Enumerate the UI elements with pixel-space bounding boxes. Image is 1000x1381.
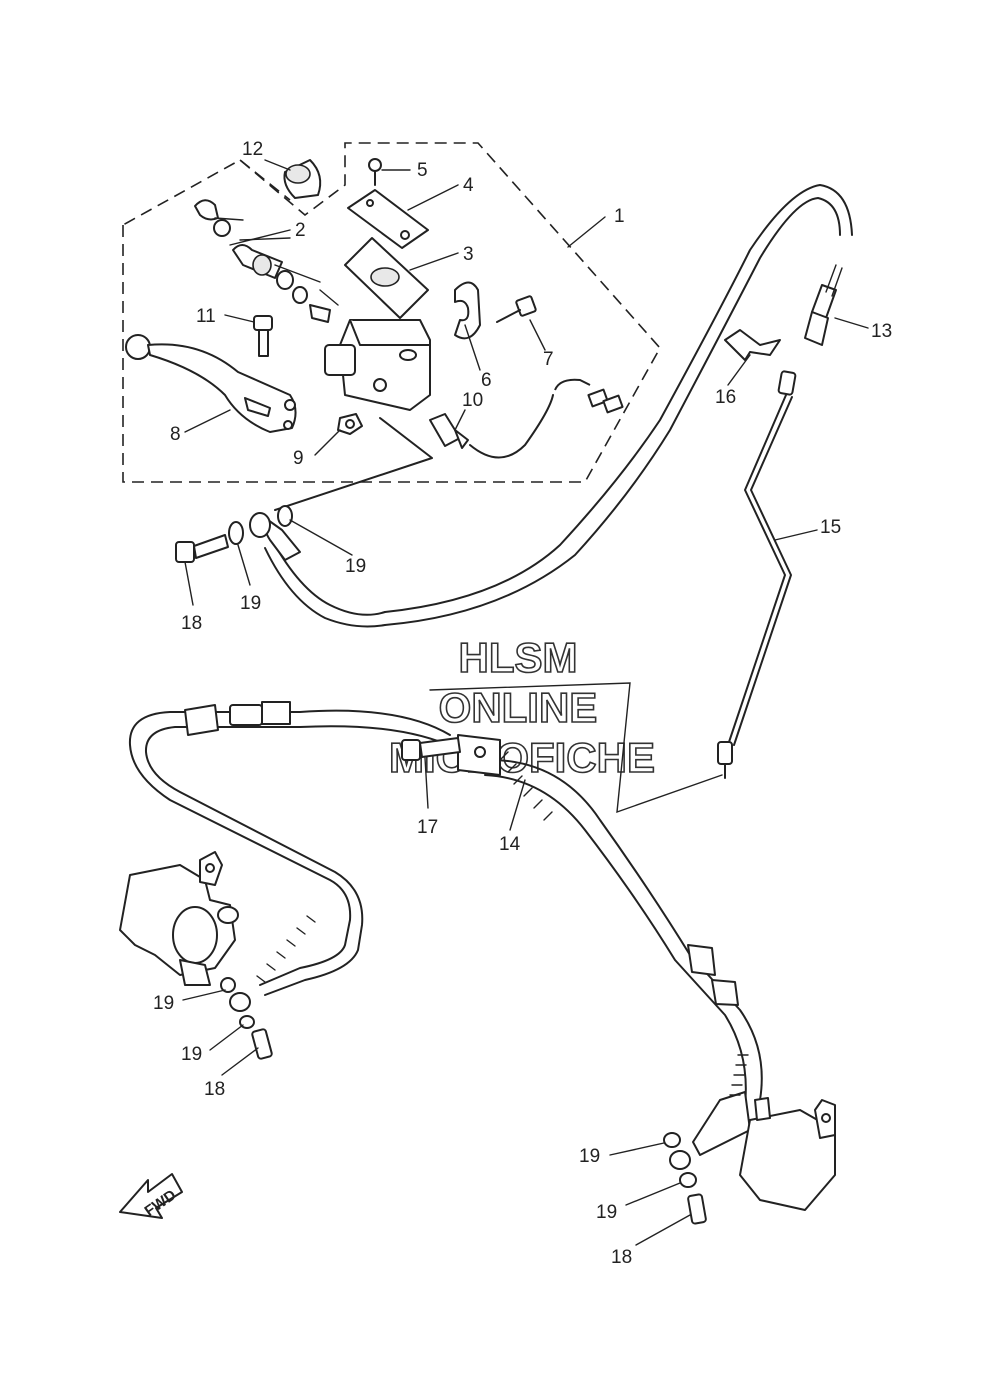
- part-number-19-upper-right: 19: [345, 556, 366, 577]
- part-number-18-upper: 18: [181, 613, 202, 634]
- leader-lines: [182, 159, 869, 1246]
- watermark: HLSM ONLINE MICROFICHE: [388, 633, 656, 782]
- fwd-arrow-icon: FWD: [119, 1173, 183, 1220]
- part-number-19-right-1: 19: [579, 1146, 600, 1167]
- part-number-16: 16: [715, 387, 736, 408]
- brake-light-switch: [429, 378, 624, 459]
- part-number-6: 6: [481, 370, 492, 391]
- part-number-7: 7: [543, 349, 554, 370]
- part-number-10: 10: [462, 390, 483, 411]
- master-cylinder-body: [324, 319, 431, 411]
- caliper-right: [663, 1097, 836, 1225]
- part-number-12: 12: [242, 139, 263, 160]
- part-number-11: 11: [196, 306, 216, 327]
- part-number-9: 9: [293, 448, 304, 469]
- master-cylinder-assembly-outline: [122, 142, 661, 483]
- brake-lever: [125, 334, 297, 433]
- hose-spring-guards: [256, 751, 749, 1096]
- part-number-3: 3: [463, 244, 474, 265]
- lower-brake-hose: [128, 701, 763, 1156]
- part-number-19-right-2: 19: [596, 1202, 617, 1223]
- part-number-19-left-1: 19: [153, 993, 174, 1014]
- hose-joint-tee: [401, 734, 501, 776]
- hose-fitting-13: [804, 264, 843, 346]
- part-number-19-left-2: 19: [181, 1044, 202, 1065]
- reservoir-diaphragm: [344, 237, 429, 319]
- part-number-1: 1: [614, 206, 625, 227]
- reservoir-cap: [347, 189, 429, 249]
- lever-boot: [283, 159, 322, 199]
- part-number-15: 15: [820, 517, 841, 538]
- part-number-19-upper-left: 19: [240, 593, 261, 614]
- part-number-18-left: 18: [204, 1079, 225, 1100]
- part-number-labels: 1 2 3 4 5 6 7 8 9 10 11 12 13 14 15 16 1…: [153, 139, 892, 1268]
- hose-clip: [724, 329, 781, 361]
- part-number-14: 14: [499, 834, 521, 855]
- watermark-frame-line: [429, 682, 723, 814]
- part-number-4: 4: [463, 175, 474, 196]
- part-number-17: 17: [417, 817, 438, 838]
- pivot-nut: [337, 413, 363, 435]
- lever-holder-clamp: [454, 281, 481, 340]
- master-cylinder-piston-kit: [194, 199, 339, 323]
- lever-pivot-bolt: [253, 315, 273, 357]
- caliper-left: [119, 851, 273, 1060]
- cap-screw: [368, 158, 382, 186]
- part-number-18-right: 18: [611, 1247, 632, 1268]
- watermark-line-2: ONLINE: [439, 684, 598, 731]
- part-number-8: 8: [170, 424, 181, 445]
- part-number-13: 13: [871, 321, 892, 342]
- watermark-line-1: HLSM: [459, 634, 578, 681]
- holder-bolt: [496, 295, 537, 323]
- part-number-2: 2: [295, 220, 306, 241]
- part-number-5: 5: [417, 160, 428, 181]
- brake-pipe: [717, 370, 797, 779]
